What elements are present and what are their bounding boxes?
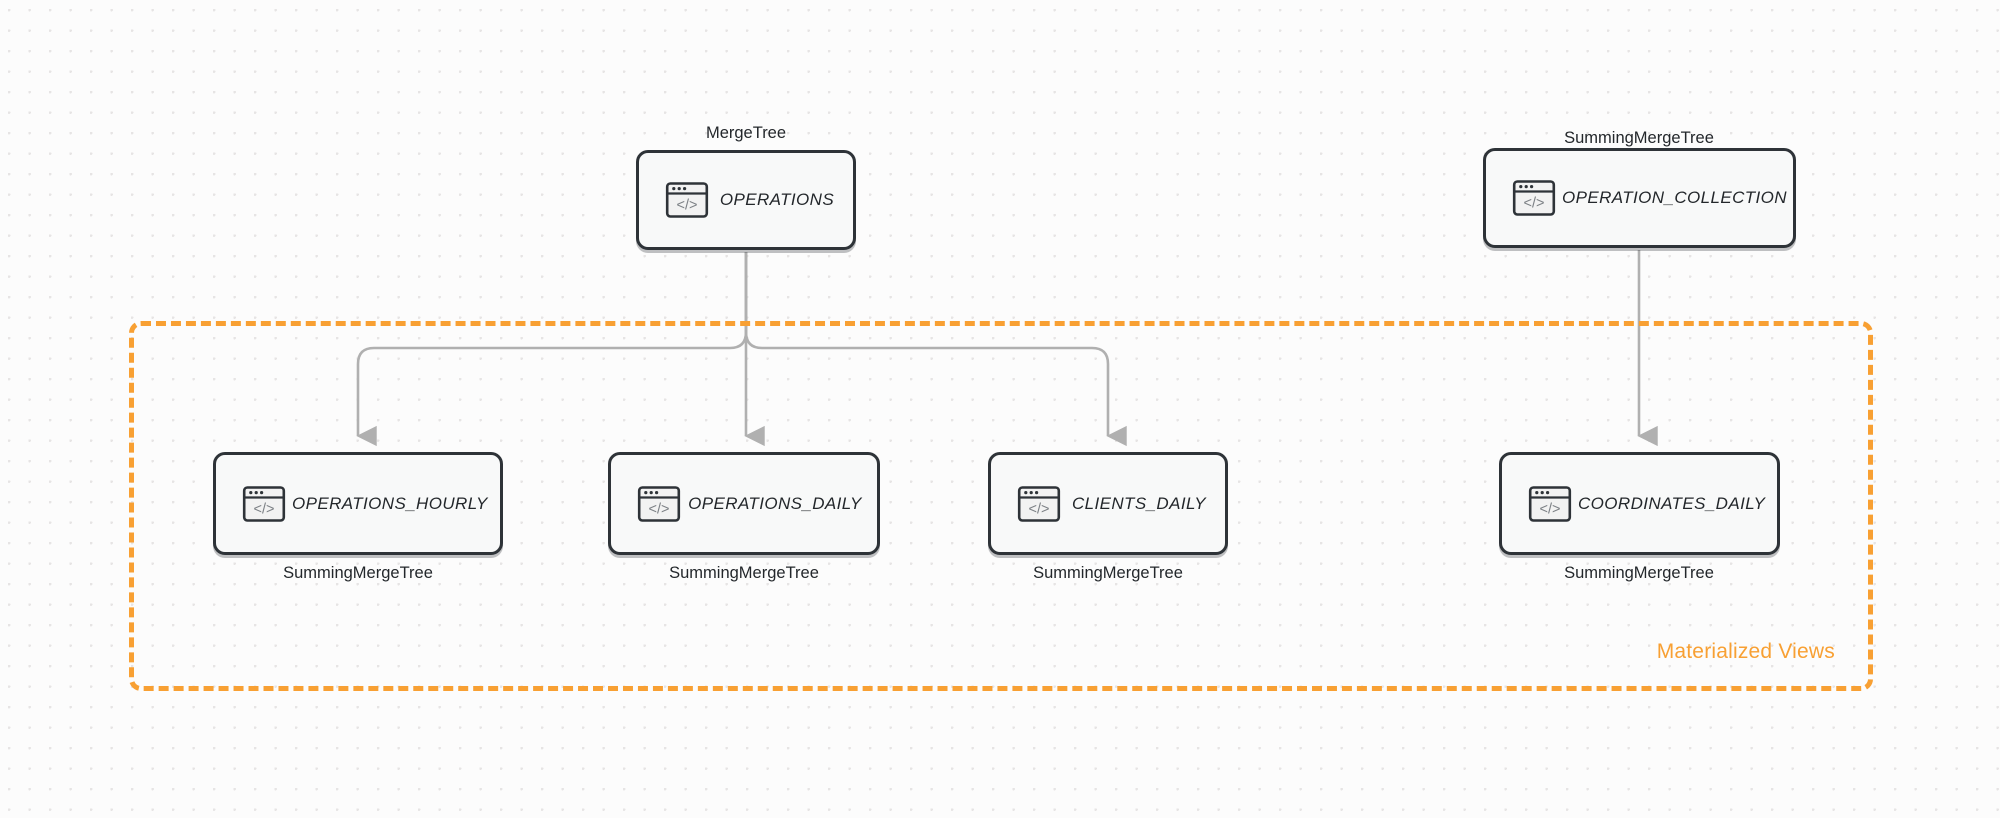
code-window-icon: </> [665,178,709,222]
svg-text:</>: </> [254,501,275,517]
node-label-coordinates-daily: COORDINATES_DAILY [1578,493,1766,513]
code-window-icon: </> [1512,176,1556,220]
node-label-operations: OPERATIONS [719,190,835,209]
node-label-operations-daily: OPERATIONS_DAILY [688,493,862,513]
node-operations-daily[interactable]: </> OPERATIONS_DAILY [608,452,880,555]
materialized-views-label: Materialized Views [1656,640,1835,663]
code-window-icon: </> [1017,482,1061,526]
node-operations-hourly[interactable]: </> OPERATIONS_HOURLY [213,452,503,555]
svg-text:</>: </> [1524,196,1545,212]
code-window-icon: </> [637,482,681,526]
node-engine-caption-clients-daily: SummingMergeTree [1033,564,1183,582]
code-window-icon: </> [1528,482,1572,526]
node-label-clients-daily: CLIENTS_DAILY [1071,493,1207,513]
node-engine-caption-operations: MergeTree [705,124,787,142]
svg-text:</>: </> [677,198,698,214]
svg-text:</>: </> [1540,501,1561,517]
node-engine-caption-coordinates-daily: SummingMergeTree [1564,564,1714,582]
node-coordinates-daily[interactable]: </> COORDINATES_DAILY [1499,452,1780,555]
code-window-icon: </> [242,482,286,526]
node-engine-caption-operations-hourly: SummingMergeTree [283,564,433,582]
node-engine-caption-operation-collection: SummingMergeTree [1564,129,1714,147]
svg-text:</>: </> [649,501,670,517]
node-operation-collection[interactable]: </> OPERATION_COLLECTION [1483,148,1796,248]
materialized-views-group: Materialized Views [129,321,1873,691]
node-label-operations-hourly: OPERATIONS_HOURLY [292,493,488,513]
node-label-operation-collection: OPERATION_COLLECTION [1562,188,1787,207]
svg-text:</>: </> [1029,501,1050,517]
node-clients-daily[interactable]: </> CLIENTS_DAILY [988,452,1228,555]
node-engine-caption-operations-daily: SummingMergeTree [669,564,819,582]
node-operations[interactable]: </> OPERATIONS [636,150,856,250]
